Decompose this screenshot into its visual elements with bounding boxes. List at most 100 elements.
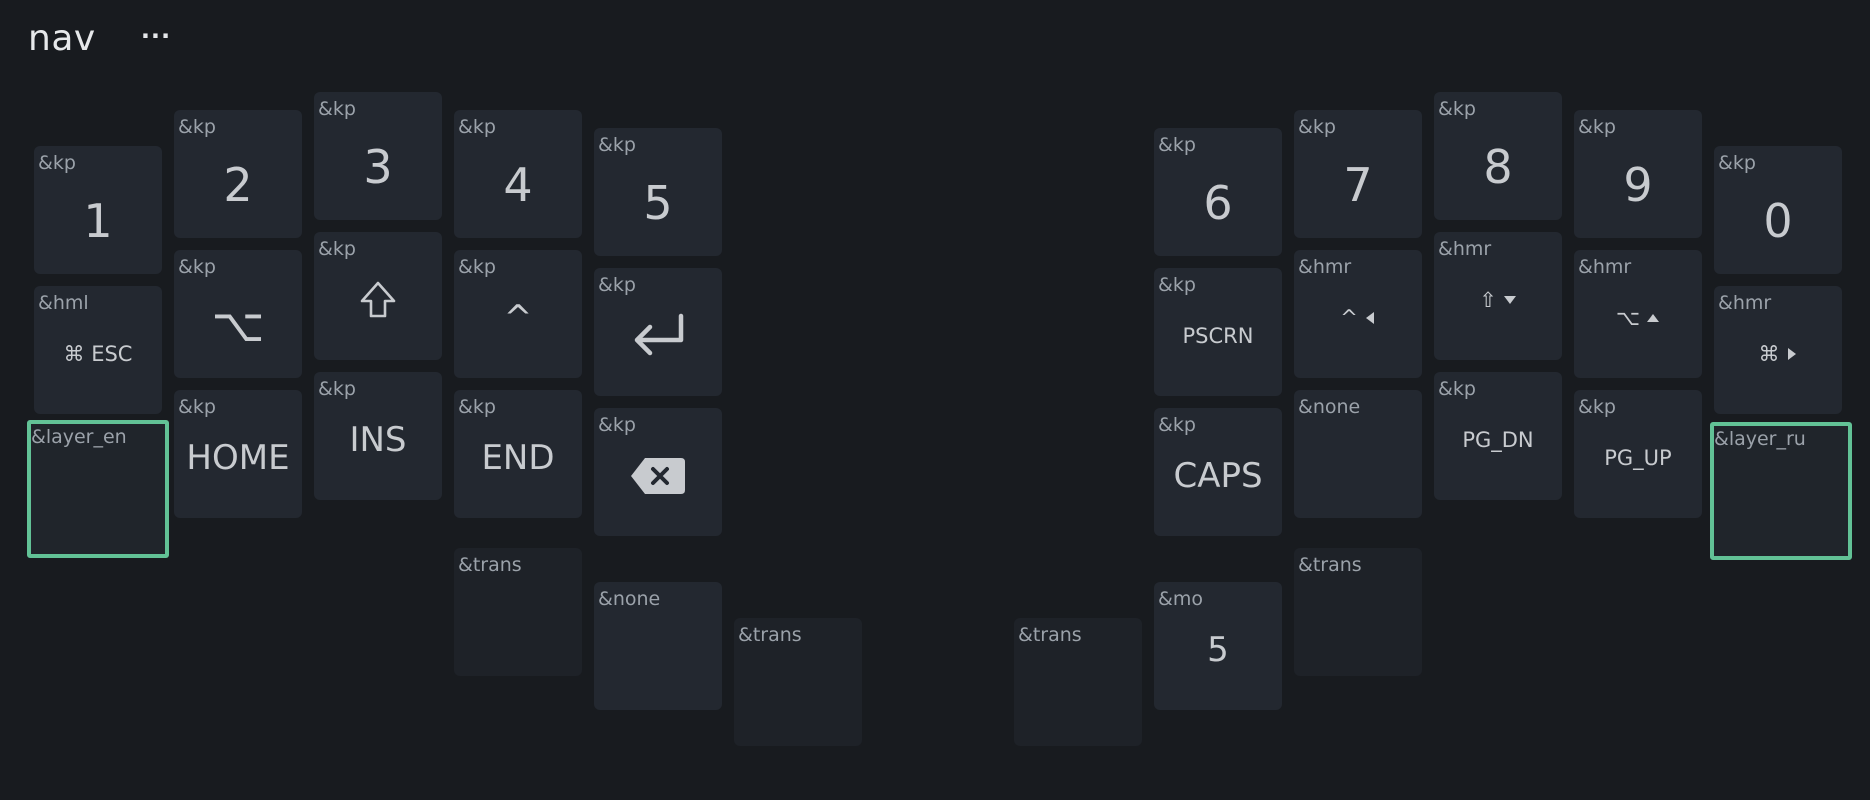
key-behavior: &kp [458,396,496,418]
key-behavior: &trans [1018,624,1082,646]
key-param: ⇧ [1434,288,1562,312]
key-k14[interactable]: &kp [594,268,722,396]
key-k17[interactable]: &hmr ⇧ [1434,232,1562,360]
key-label: 7 [1343,158,1373,212]
key-k20[interactable]: &layer_en [27,420,169,558]
key-k11[interactable]: &kp⌥ [174,250,302,378]
key-label: ^ [1340,306,1358,330]
key-param: 9 [1574,158,1702,212]
key-k08[interactable]: &kp 9 [1574,110,1702,238]
key-label: PG_DN [1462,428,1534,452]
key-param: 3 [314,140,442,194]
key-behavior: &kp [1578,396,1616,418]
key-behavior: &hmr [1578,256,1632,278]
key-param: ^ [454,298,582,338]
key-param: CAPS [1154,456,1282,496]
key-label: 5 [1207,630,1229,670]
key-behavior: &kp [1578,116,1616,138]
key-label: ⌘ [1758,342,1780,366]
key-label: 9 [1623,158,1653,212]
layer-title: nav [28,18,96,59]
key-k19[interactable]: &hmr ⌘ [1714,286,1842,414]
key-label: ⌥ [211,298,265,352]
key-label: 6 [1203,176,1233,230]
key-label: ⌥ [1615,306,1641,330]
key-behavior: &none [1298,396,1361,418]
key-behavior: &kp [1718,152,1756,174]
key-k18[interactable]: &hmr ⌥ [1574,250,1702,378]
key-k05[interactable]: &kp 6 [1154,128,1282,256]
key-label: 8 [1483,140,1513,194]
key-k12[interactable]: &kp [314,232,442,360]
key-k16[interactable]: &hmr^ [1294,250,1422,378]
key-param: 8 [1434,140,1562,194]
key-param: PG_DN [1434,428,1562,452]
key-k06[interactable]: &kp 7 [1294,110,1422,238]
key-k29[interactable]: &layer_ru [1710,422,1852,560]
key-behavior: &kp [38,152,76,174]
key-behavior: &kp [1158,274,1196,296]
key-param: PG_UP [1574,446,1702,470]
key-label: INS [349,420,407,460]
key-behavior: &kp [1158,414,1196,436]
key-behavior: &kp [1158,134,1196,156]
key-behavior: &layer_en [31,426,127,448]
key-k32[interactable]: &trans [734,618,862,746]
key-behavior: &kp [458,116,496,138]
key-behavior: &hmr [1438,238,1492,260]
key-behavior: &kp [598,274,636,296]
key-param: 4 [454,158,582,212]
key-behavior: &trans [1298,554,1362,576]
key-behavior: &trans [458,554,522,576]
arrow-down-icon [1503,295,1517,305]
key-label: ⌘ ESC [63,342,133,366]
key-behavior: &trans [738,624,802,646]
key-k30[interactable]: &trans [454,548,582,676]
key-label: 4 [503,158,533,212]
key-k07[interactable]: &kp 8 [1434,92,1562,220]
key-behavior: &kp [598,414,636,436]
arrow-up-icon [1646,313,1660,323]
key-label: CAPS [1173,456,1263,496]
key-behavior: &kp [178,396,216,418]
key-param: ⌥ [1574,306,1702,330]
key-behavior: &none [598,588,661,610]
key-param: 7 [1294,158,1422,212]
key-k35[interactable]: &trans [1294,548,1422,676]
key-k03[interactable]: &kp 4 [454,110,582,238]
key-behavior: &hmr [1718,292,1772,314]
key-label: HOME [186,438,290,478]
key-behavior: &kp [178,116,216,138]
key-k31[interactable]: &none [594,582,722,710]
key-behavior: &kp [1438,98,1476,120]
key-k33[interactable]: &trans [1014,618,1142,746]
key-param: HOME [174,438,302,478]
key-param [594,456,722,496]
key-k24[interactable]: &kp [594,408,722,536]
key-param: INS [314,420,442,460]
key-k10[interactable]: &hml ⌘ ESC [34,286,162,414]
key-behavior: &kp [1438,378,1476,400]
key-behavior: &layer_ru [1714,428,1806,450]
key-k13[interactable]: &kp^ [454,250,582,378]
more-options-button[interactable]: ··· [140,22,172,50]
key-behavior: &kp [1298,116,1336,138]
key-behavior: &hml [38,292,89,314]
key-k26[interactable]: &none [1294,390,1422,518]
key-param: ⌘ ESC [34,342,162,366]
key-label: PSCRN [1182,324,1254,348]
